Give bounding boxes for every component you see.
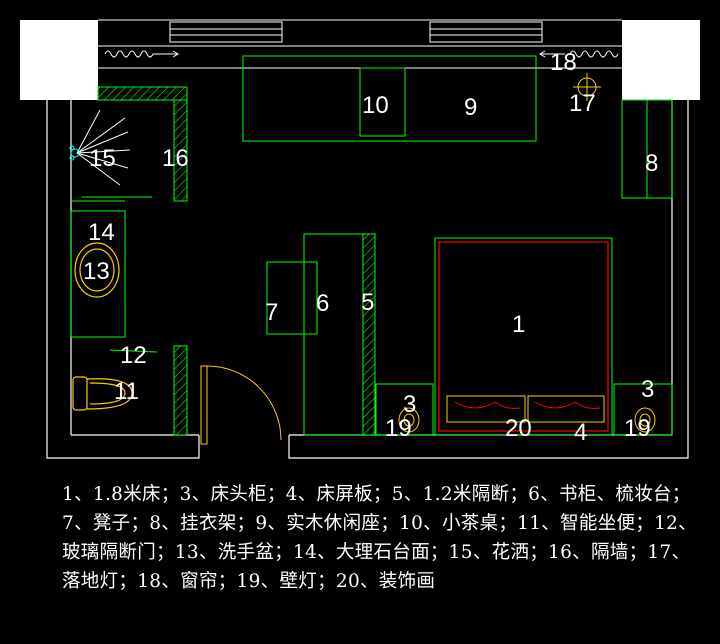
partition-5 [362, 233, 376, 436]
label-3b: 3 [641, 376, 654, 403]
bed-frame [438, 241, 609, 432]
label-16: 16 [162, 145, 189, 172]
partition-wall-lower [173, 345, 188, 436]
floor-plan: 1 3 3 4 5 6 7 8 9 10 11 12 13 14 15 16 1… [20, 19, 700, 459]
legend-text: 1、1.8米床；3、床头柜；4、床屏板；5、1.2米隔断；6、书柜、梳妆台；7、… [62, 484, 698, 592]
partition-wall-top [97, 86, 188, 101]
tea-table-10 [359, 67, 406, 137]
label-15: 15 [89, 145, 116, 172]
nightstand-3-right [613, 383, 673, 436]
label-20: 20 [505, 415, 532, 442]
toilet [72, 376, 133, 411]
label-4: 4 [574, 419, 587, 446]
label-7: 7 [265, 299, 278, 326]
label-18: 18 [550, 49, 577, 76]
room-labels: 1 3 3 4 5 6 7 8 9 10 11 12 13 14 15 16 1… [83, 49, 658, 446]
label-13: 13 [83, 258, 110, 285]
label-19b: 19 [624, 415, 651, 442]
label-12: 12 [120, 342, 147, 369]
glass-door-12 [109, 349, 158, 353]
washbasin [74, 242, 120, 298]
curtain-lines [104, 50, 619, 58]
floor-lamp [573, 73, 601, 101]
label-5: 5 [361, 289, 374, 316]
nightstand-3-left [375, 383, 434, 436]
label-1: 1 [512, 311, 525, 338]
partition-wall-16 [173, 86, 188, 202]
leisure-seat-9 [242, 55, 537, 142]
bed-1 [434, 237, 613, 436]
label-8: 8 [645, 150, 658, 177]
column-right [622, 20, 700, 100]
label-14: 14 [88, 219, 115, 246]
label-17: 17 [569, 90, 596, 117]
column-left [20, 20, 98, 100]
entrance-door [200, 365, 282, 445]
pillows [446, 395, 605, 423]
label-19a: 19 [385, 415, 412, 442]
stool-7 [266, 261, 318, 335]
label-11: 11 [114, 378, 139, 405]
shower [69, 109, 131, 186]
furniture [70, 55, 673, 436]
marble-counter-14 [70, 210, 126, 338]
label-9: 9 [464, 94, 477, 121]
label-6: 6 [316, 290, 329, 317]
label-3a: 3 [403, 391, 416, 418]
label-10: 10 [362, 92, 389, 119]
window [98, 19, 622, 69]
wall-lamps [398, 407, 656, 433]
